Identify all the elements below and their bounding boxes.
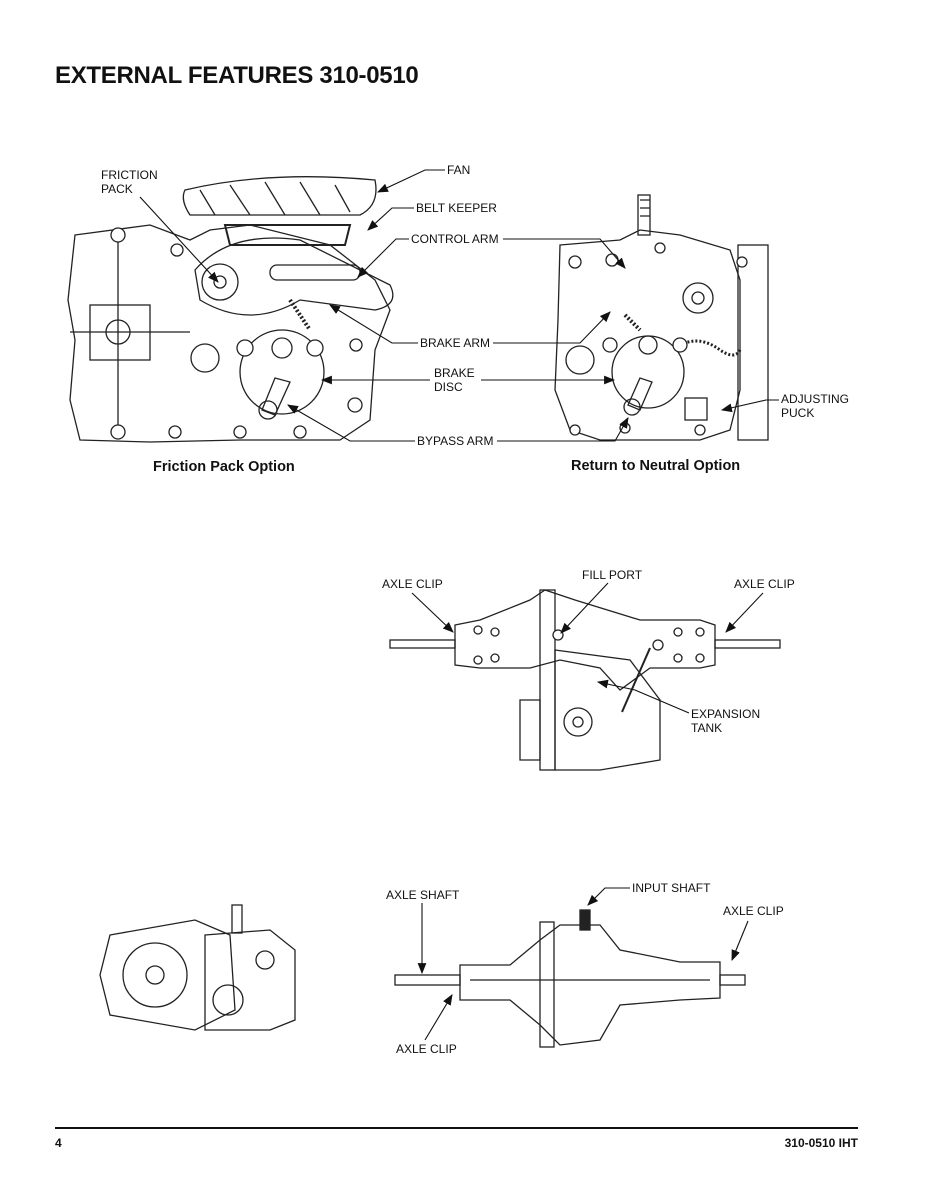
label-fill-port: FILL PORT xyxy=(582,568,643,582)
leader-lines xyxy=(139,169,779,1041)
label-line: EXPANSION xyxy=(691,707,761,721)
label-input-shaft: INPUT SHAFT xyxy=(632,881,711,895)
label-line: BRAKE xyxy=(434,366,475,380)
return-to-neutral-drawing xyxy=(554,194,769,441)
iso-view-drawing xyxy=(99,904,296,1031)
label-axle-shaft: AXLE SHAFT xyxy=(386,888,460,902)
top-view-drawing xyxy=(389,589,781,771)
label-line: FRICTION xyxy=(101,168,158,182)
label-axle-clip-left: AXLE CLIP xyxy=(382,577,443,591)
label-fan: FAN xyxy=(447,163,471,177)
footer-divider xyxy=(55,1127,858,1129)
label-control-arm: CONTROL ARM xyxy=(411,232,499,246)
label-line: DISC xyxy=(434,380,463,394)
label-line: TANK xyxy=(691,721,723,735)
label-belt-keeper: BELT KEEPER xyxy=(416,201,497,215)
page-title: EXTERNAL FEATURES 310-0510 xyxy=(55,62,419,89)
caption-friction-pack-option: Friction Pack Option xyxy=(153,459,295,475)
label-axle-clip-right: AXLE CLIP xyxy=(734,577,795,591)
page-number: 4 xyxy=(55,1136,62,1150)
label-axle-clip-bottom: AXLE CLIP xyxy=(396,1042,457,1056)
caption-return-to-neutral-option: Return to Neutral Option xyxy=(571,458,741,474)
label-line: ADJUSTING xyxy=(781,392,850,406)
label-bypass-arm: BYPASS ARM xyxy=(417,434,494,448)
label-axle-clip-right-front: AXLE CLIP xyxy=(723,904,784,918)
friction-pack-drawing xyxy=(67,176,394,443)
label-line: PUCK xyxy=(781,406,815,420)
front-view-drawing xyxy=(394,909,746,1048)
document-id: 310-0510 IHT xyxy=(784,1136,858,1150)
label-brake-arm: BRAKE ARM xyxy=(420,336,491,350)
label-line: PACK xyxy=(101,182,133,196)
